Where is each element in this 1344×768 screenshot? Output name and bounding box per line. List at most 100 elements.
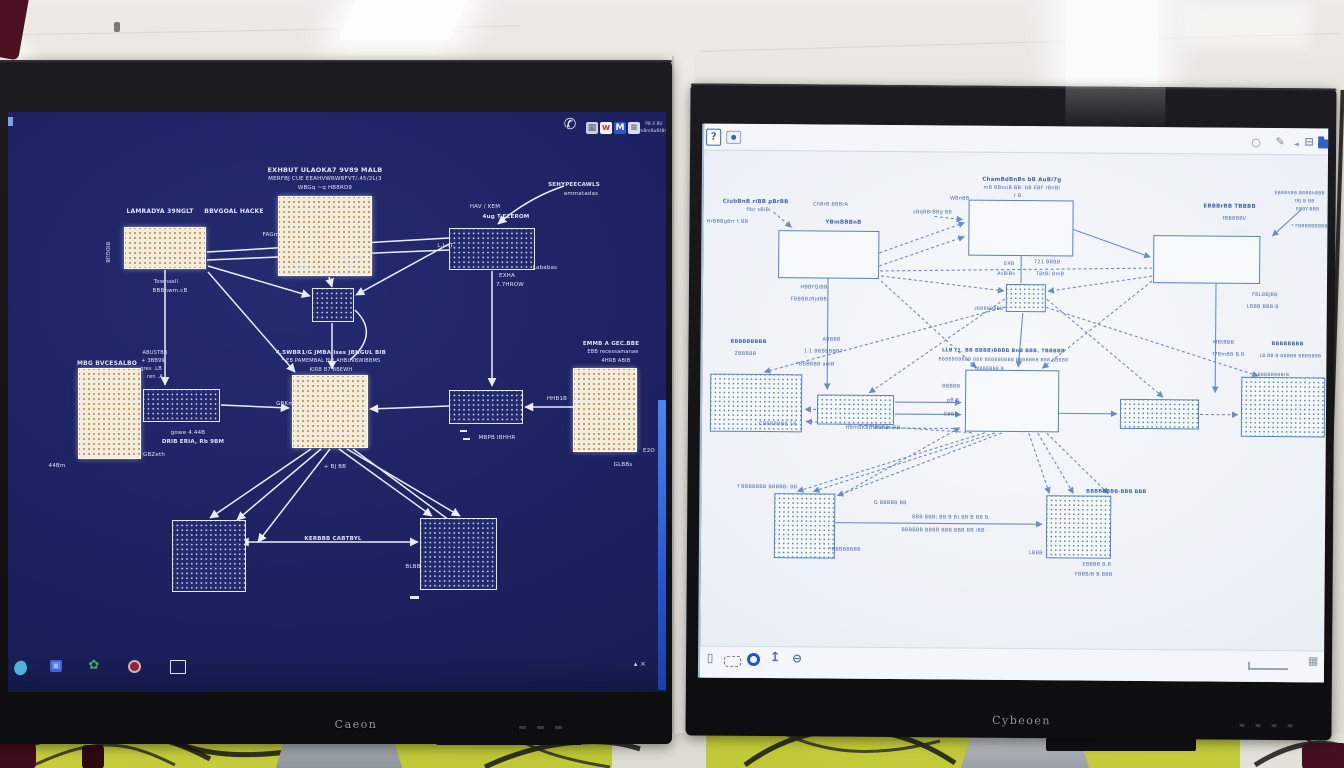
connector xyxy=(1045,306,1259,378)
connector xyxy=(257,448,331,543)
phone-icon[interactable]: ✆ xyxy=(563,114,577,133)
diagram-label: EMMB A GEC.BBE xyxy=(582,341,640,347)
doc-tile-icon[interactable]: w xyxy=(600,122,612,134)
node-hub[interactable] xyxy=(1005,283,1047,313)
node-topleft[interactable] xyxy=(124,227,206,269)
diagram-label: 44Bm xyxy=(48,463,66,469)
help-icon[interactable]: ? xyxy=(706,128,722,146)
diagram-label: KIRB B7 BBEWH xyxy=(309,367,353,373)
connector xyxy=(236,448,322,521)
frame-app-icon[interactable] xyxy=(170,660,186,674)
tick-mark[interactable] xyxy=(410,596,419,599)
diagram-label: BBBBBB BBBB BBB BBB BB /BB xyxy=(901,527,985,534)
node-midright[interactable] xyxy=(1119,398,1200,430)
connector xyxy=(812,432,996,493)
red-app-icon[interactable] xyxy=(128,660,141,673)
tick-mark[interactable] xyxy=(463,438,470,440)
diagram-label: pB B xyxy=(946,397,960,404)
diagram-label: ▴ × xyxy=(633,660,647,668)
node-bottomleft[interactable] xyxy=(773,493,836,559)
diagram-label: EBBBrBB TBBBB xyxy=(1203,203,1256,210)
connector xyxy=(209,448,312,519)
diagram-label: BBVGOAL HACKE xyxy=(204,208,264,215)
node-right[interactable] xyxy=(1153,235,1261,284)
history-icon[interactable]: ⊖ xyxy=(791,651,803,666)
diagram-label: YBmBBBnB xyxy=(825,219,862,226)
blue-app-icon[interactable]: ▣ xyxy=(50,660,62,672)
record-icon[interactable] xyxy=(746,652,761,667)
green-app-icon[interactable]: ✿ xyxy=(88,657,100,673)
diagram-label: PB 4 BU xyxy=(645,121,663,126)
diagram-label: 7.7HROW xyxy=(496,282,524,288)
diagram-label: Townsell xyxy=(153,279,179,285)
shape-tool-icon[interactable]: ▯ xyxy=(706,650,714,665)
diagram-label: HBmBKBBfBBBBr BB xyxy=(845,424,901,432)
diagram-label: GBKm xyxy=(276,401,294,407)
node-center[interactable] xyxy=(292,375,368,448)
node-bottomright[interactable] xyxy=(1045,495,1112,559)
upload-icon[interactable]: ↥ xyxy=(769,649,781,665)
pencil-icon[interactable]: ✎ xyxy=(1275,134,1285,148)
diagram-label: BIDGUB xyxy=(103,242,110,263)
diagram-label: + BJ BB xyxy=(323,464,347,470)
m-app-icon[interactable]: M xyxy=(614,122,626,134)
tick-mark[interactable] xyxy=(460,430,467,432)
diagram-label: ZBBBBB xyxy=(734,350,757,357)
brand-label-left: Caeon xyxy=(334,718,378,731)
folder-icon[interactable] xyxy=(1318,139,1329,149)
diagram-label: fibr sBiBi xyxy=(746,206,771,214)
connector xyxy=(369,404,450,414)
corner-tag[interactable] xyxy=(8,117,13,126)
diagram-label: jBq-4BB xyxy=(339,256,363,262)
node-midleft[interactable] xyxy=(816,394,895,426)
diagram-label: * EB PAMEMBAL BW AHBUVBWIBBMS xyxy=(281,358,381,364)
diagram-label: FBBB/B B BBB xyxy=(1074,571,1113,578)
node-hub[interactable] xyxy=(312,288,354,322)
diagram-label: FBBBBzBjdBB xyxy=(790,296,828,303)
image-tile-icon[interactable]: ▦ xyxy=(586,122,598,134)
node-farright[interactable] xyxy=(1240,376,1326,438)
diagram-label: r B xyxy=(1013,193,1022,200)
diagram-label: f7BmBB B.B xyxy=(1212,351,1245,358)
diagram-label: 4ug T.EZEROM xyxy=(482,214,530,220)
diagram-label: EBBB xyxy=(943,411,959,418)
right-diagram-connectors xyxy=(763,208,1302,528)
diagram-label: BBBBBBBB-BBB BBB xyxy=(1086,488,1147,496)
diagram-label: EBBBhBB BBBBhBBB xyxy=(1274,191,1325,197)
list-tile-icon[interactable]: ≡ xyxy=(628,122,640,134)
diagram-label: WBnBB xyxy=(949,195,970,202)
diagram-label: FBLBBjBB xyxy=(1251,291,1278,299)
node-bottomright[interactable] xyxy=(420,518,497,590)
search-icon[interactable]: ○ xyxy=(1251,135,1261,149)
diagram-label: HAV / KEM xyxy=(469,204,501,210)
node-midright-outer[interactable] xyxy=(573,368,637,452)
node-top[interactable] xyxy=(968,199,1074,257)
connector xyxy=(207,271,296,373)
diagram-label: BLBB xyxy=(405,564,421,570)
node-bottomleft[interactable] xyxy=(172,520,246,592)
node-left[interactable] xyxy=(778,230,880,279)
connector xyxy=(1037,432,1074,494)
diagram-label: MERFBJ CUE EEAHVWRWBFVT/.45/2L(3 xyxy=(268,176,382,182)
diagram-label: zBBBBBBBB xyxy=(974,306,1004,312)
connector xyxy=(878,235,965,267)
node-midleft[interactable] xyxy=(143,389,220,422)
grid-icon[interactable]: ▦ xyxy=(1307,653,1319,667)
horizontal-scrollbar[interactable] xyxy=(1247,661,1289,671)
print-icon[interactable]: ⊟ xyxy=(1304,134,1314,148)
node-top[interactable] xyxy=(278,196,372,276)
diagram-label: WBGq ~q HB8RD9 xyxy=(297,185,353,191)
share-icon[interactable] xyxy=(726,130,742,144)
node-midright[interactable] xyxy=(449,390,523,424)
node-midleft-outer[interactable] xyxy=(78,368,141,459)
cursor-icon[interactable]: ◄ xyxy=(1293,139,1299,148)
node-center[interactable] xyxy=(964,369,1060,433)
diagram-label: ChamBdBnBs bB AuBi7g xyxy=(982,176,1062,184)
diagram-label: EXHA xyxy=(499,273,515,279)
selection-tool-icon[interactable] xyxy=(723,655,742,667)
scroll-strip[interactable] xyxy=(658,400,666,690)
node-topright[interactable] xyxy=(449,228,535,270)
